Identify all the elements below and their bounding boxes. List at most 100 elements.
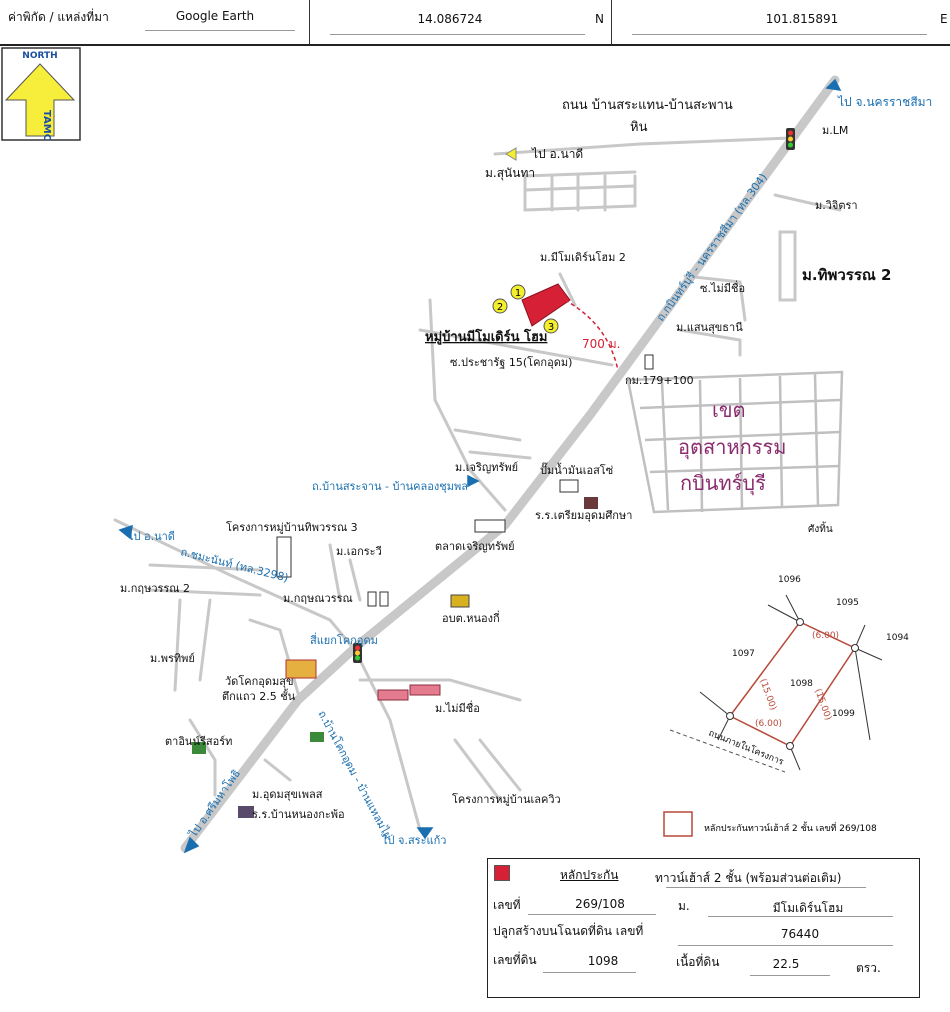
label-mimodern2: ม.มีโมเดิร์นโฮม 2 xyxy=(540,250,626,264)
legend-village-value: มีโมเดิร์นโฮม xyxy=(772,901,844,915)
traffic-light-icon xyxy=(353,643,362,663)
label-highway-304: ถ.กบินทร์บุรี - นครราชสีมา (ทล.304) xyxy=(654,171,770,324)
latitude-dir: N xyxy=(595,12,604,26)
legend-title: หลักประกัน xyxy=(560,868,619,882)
label-kritsanawan2: ม.กฤษวรรณ 2 xyxy=(120,582,190,595)
label-ekrawi: ม.เอกระวี xyxy=(336,545,382,558)
label-thipawan2: ม.ทิพวรรณ 2 xyxy=(802,266,891,284)
label-m-nameless: ม.ไม่มีชื่อ xyxy=(435,700,480,715)
header-source-cell: ค่าพิกัด / แหล่งที่มา Google Earth xyxy=(0,0,310,44)
collateral-legend: หลักประกัน ทาวน์เฮ้าส์ 2 ชั้น (พร้อมส่วน… xyxy=(487,858,920,998)
label-soi-nameless: ซ.ไม่มีชื่อ xyxy=(700,280,745,295)
label-thipawan3: โครงการหมู่บ้านทิพวรรณ 3 xyxy=(226,520,358,534)
label-phornthip: ม.พรทิพย์ xyxy=(150,652,195,665)
header-lon-cell: 101.815891 E xyxy=(612,0,950,44)
legend-deed-label: ปลูกสร้างบนโฉนดที่ดิน เลขที่ xyxy=(493,924,644,938)
label-kritsanawan: ม.กฤษณวรรณ xyxy=(283,592,353,605)
yellow-arrow-icon xyxy=(505,147,517,161)
svg-text:3: 3 xyxy=(548,322,554,333)
coordinate-header: ค่าพิกัด / แหล่งที่มา Google Earth 14.08… xyxy=(0,0,950,46)
label-udomsuk: ม.อุดมสุขเพลส xyxy=(252,788,323,801)
point-markers: 1 2 3 xyxy=(492,284,559,334)
label-industrial-1: เขต xyxy=(712,398,746,422)
longitude-value: 101.815891 xyxy=(765,12,839,26)
label-to-sakaeo: ไป จ.สระแก้ว xyxy=(381,834,446,847)
legend-land-no-label: เลขที่ดิน xyxy=(493,953,537,967)
road-label-top: ถนน บ้านสระแทน-บ้านสะพาน xyxy=(562,98,733,113)
collateral-legend-box xyxy=(663,811,693,837)
building-shapes xyxy=(276,479,579,607)
label-obt: อบต.หนองกี่ xyxy=(442,610,500,625)
parcel-1095: 1095 xyxy=(836,598,859,608)
header-lat-cell: 14.086724 N xyxy=(310,0,612,44)
to-korat: ไป จ.นครราชสีมา xyxy=(837,95,932,109)
legend-description: ทาวน์เฮ้าส์ 2 ชั้น (พร้อมส่วนต่อเติม) xyxy=(655,871,842,885)
label-industrial-3: กบินทร์บุรี xyxy=(680,471,766,496)
parcel-1094: 1094 xyxy=(886,633,909,643)
label-distance: 700 ม. xyxy=(582,337,620,351)
label-temple: วัดโคกอุดมสุข xyxy=(225,674,293,688)
legend-area-unit: ตรว. xyxy=(856,961,881,975)
highway-304 xyxy=(180,75,840,853)
svg-text:1: 1 xyxy=(515,288,521,299)
parcel-1097: 1097 xyxy=(732,649,755,659)
label-road-3298: ถ.ชมะนันท์ (ทล.3298) xyxy=(179,545,289,584)
label-sangthin: ศังทิ้น xyxy=(808,521,833,535)
legend-deed-value: 76440 xyxy=(780,927,820,941)
dim-top: (6.00) xyxy=(812,631,839,641)
source-value: Google Earth xyxy=(175,9,255,23)
brand-text: TAMC xyxy=(41,110,52,141)
legend-area-label: เนื้อที่ดิน xyxy=(676,955,720,969)
label-road-sajan: ถ.บ้านสระจาน - บ้านคลองชุมพล xyxy=(312,480,468,493)
label-road-khokudom: ถ.บ้านโคกอุดม - บ้านแหลมไผ่ xyxy=(315,708,395,841)
secondary-roads xyxy=(113,136,842,832)
parcel-1098: 1098 xyxy=(790,679,813,689)
north-arrow-icon xyxy=(4,63,76,137)
dim-left: (15.00) xyxy=(757,678,778,712)
lon-underline xyxy=(632,34,927,35)
dim-right: (15.00) xyxy=(812,688,833,722)
direction-arrows xyxy=(118,78,842,854)
label-school2: ร.ร.บ้านหนองกะพ้อ xyxy=(252,808,345,821)
longitude-dir: E xyxy=(940,12,948,26)
label-m-lm: ม.LM xyxy=(822,124,848,137)
industrial-zone-roads xyxy=(626,370,844,514)
label-soi-prachrat: ซ.ประชารัฐ 15(โคกอุดม) xyxy=(450,355,572,369)
collateral-swatch xyxy=(494,865,510,881)
coords-label: ค่าพิกัด / แหล่งที่มา xyxy=(8,10,109,24)
label-subject-village: หมู่บ้านมีโมเดิร์น โฮม xyxy=(425,328,547,345)
label-wichitra: ม.วิจิตรา xyxy=(815,199,858,212)
label-to-nadi-left: ไป อ.นาดี xyxy=(127,530,175,543)
label-industrial-2: อุตสาหกรรม xyxy=(678,435,786,460)
traffic-light-icon xyxy=(786,128,795,150)
label-shophouse: ตึกแถว 2.5 ชั้น xyxy=(222,688,296,703)
distance-line xyxy=(564,299,619,371)
label-market: ตลาดเจริญทรัพย์ xyxy=(435,540,515,553)
label-resort: ตาอินน์รีสอร์ท xyxy=(165,735,232,748)
nameless-village-blocks xyxy=(377,684,441,701)
legend-no-value: 269/108 xyxy=(575,897,625,911)
lat-underline xyxy=(330,34,585,35)
label-sunantha: ม.สุนันทา xyxy=(485,166,535,181)
label-charoensap: ม.เจริญทรัพย์ xyxy=(455,461,518,474)
source-underline xyxy=(145,30,295,31)
latitude-value: 14.086724 xyxy=(417,12,483,26)
dim-bottom: (6.00) xyxy=(755,719,782,729)
legend-area-value: 22.5 xyxy=(772,957,800,971)
label-gas-station: ปั๊มน้ำมันเอสโซ่ xyxy=(540,462,614,477)
label-km-marker: กม.179+100 xyxy=(625,374,694,387)
to-nadi-top: ไป อ.นาดี xyxy=(531,147,583,161)
location-map: NORTH TAMC xyxy=(1,47,932,854)
legend-no-label: เลขที่ xyxy=(493,898,521,912)
subject-property-marker xyxy=(521,283,571,327)
parcel-1099: 1099 xyxy=(832,709,855,719)
legend-land-no-value: 1098 xyxy=(587,954,619,968)
plot-diagram: (6.00) (15.00) (15.00) (6.00) 1096 1095 … xyxy=(663,575,909,837)
north-text: NORTH xyxy=(22,51,57,61)
label-intersection: สี่แยกโคกอุดม xyxy=(310,632,378,647)
svg-text:2: 2 xyxy=(497,302,503,313)
label-school: ร.ร.เตรียมอุดมศึกษา xyxy=(535,509,632,522)
label-lakeview: โครงการหมู่บ้านเลควิว xyxy=(452,792,561,806)
label-saensukthani: ม.แสนสุขธานี xyxy=(676,321,743,334)
landmark-icons xyxy=(192,354,654,818)
